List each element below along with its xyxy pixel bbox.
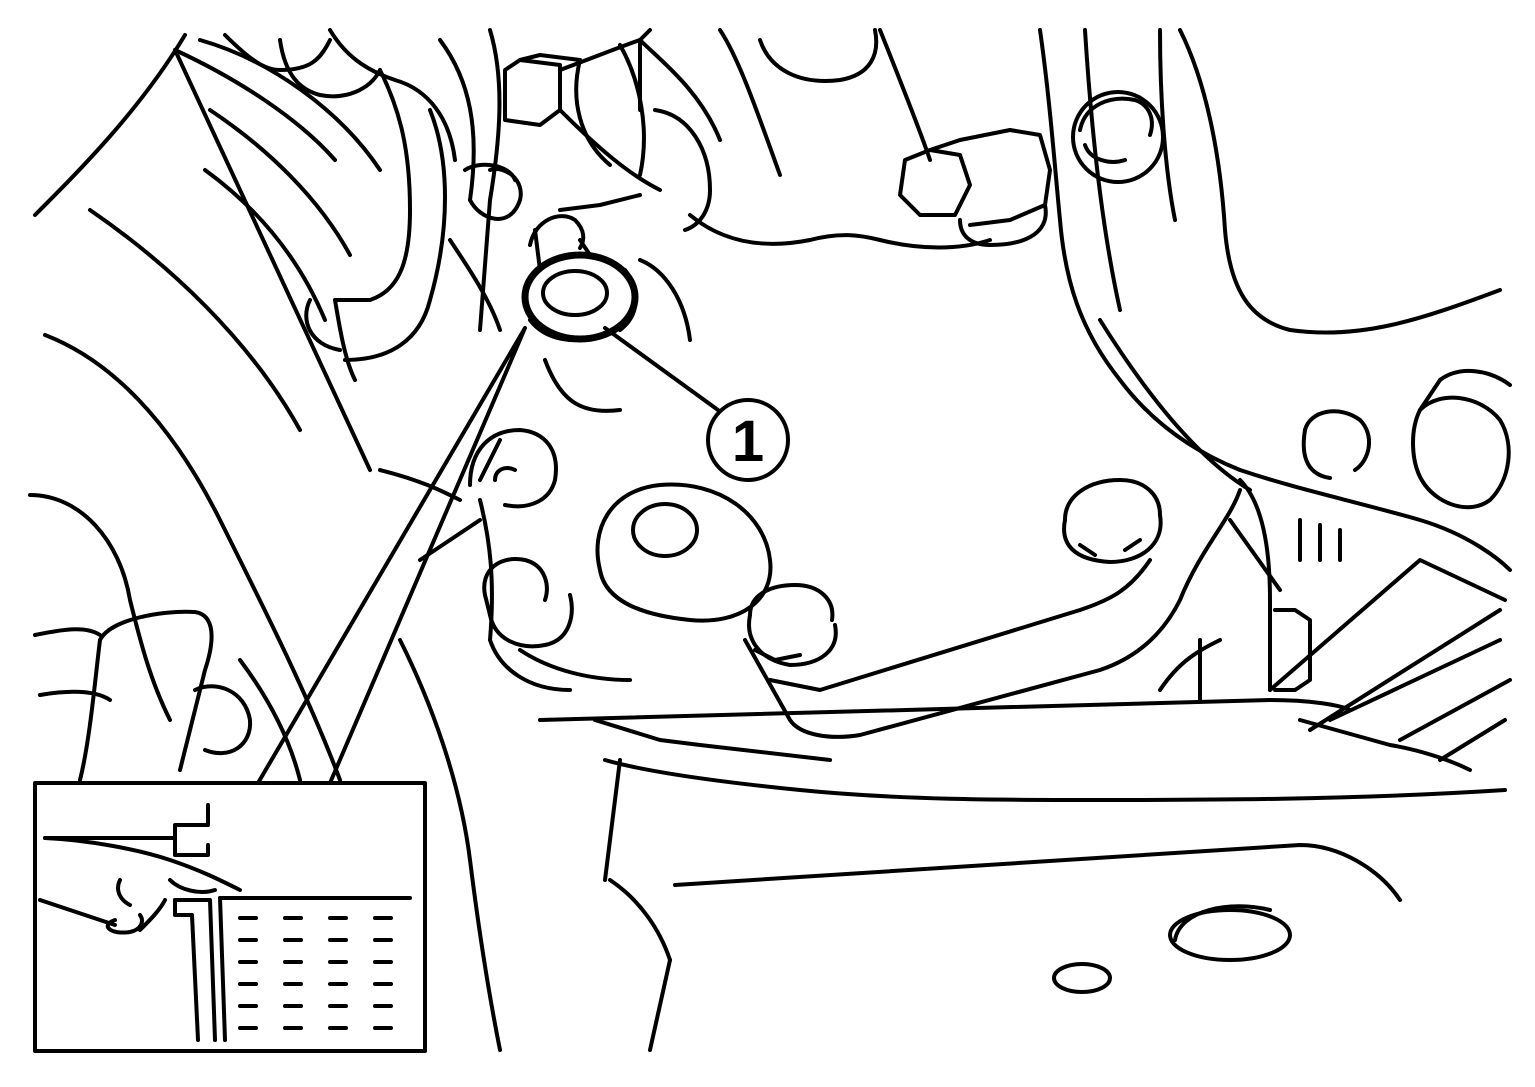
left-body-panel <box>28 333 342 782</box>
oil-level-dashes <box>238 916 393 1030</box>
callout-1-label: 1 <box>732 409 764 474</box>
mid-bolts <box>468 428 773 692</box>
lower-case <box>378 468 1512 1052</box>
callout-1: 1 <box>603 326 790 482</box>
upper-sensor <box>503 38 712 232</box>
right-bolts <box>1301 368 1512 510</box>
upper-bolts <box>898 90 1165 247</box>
upper-left-hoses <box>33 28 523 472</box>
fill-plug <box>521 214 692 413</box>
oil-level-inset <box>33 781 427 1053</box>
transmission-case <box>638 28 1512 572</box>
detail-leader <box>256 326 527 785</box>
lower-bolts <box>482 478 1312 739</box>
